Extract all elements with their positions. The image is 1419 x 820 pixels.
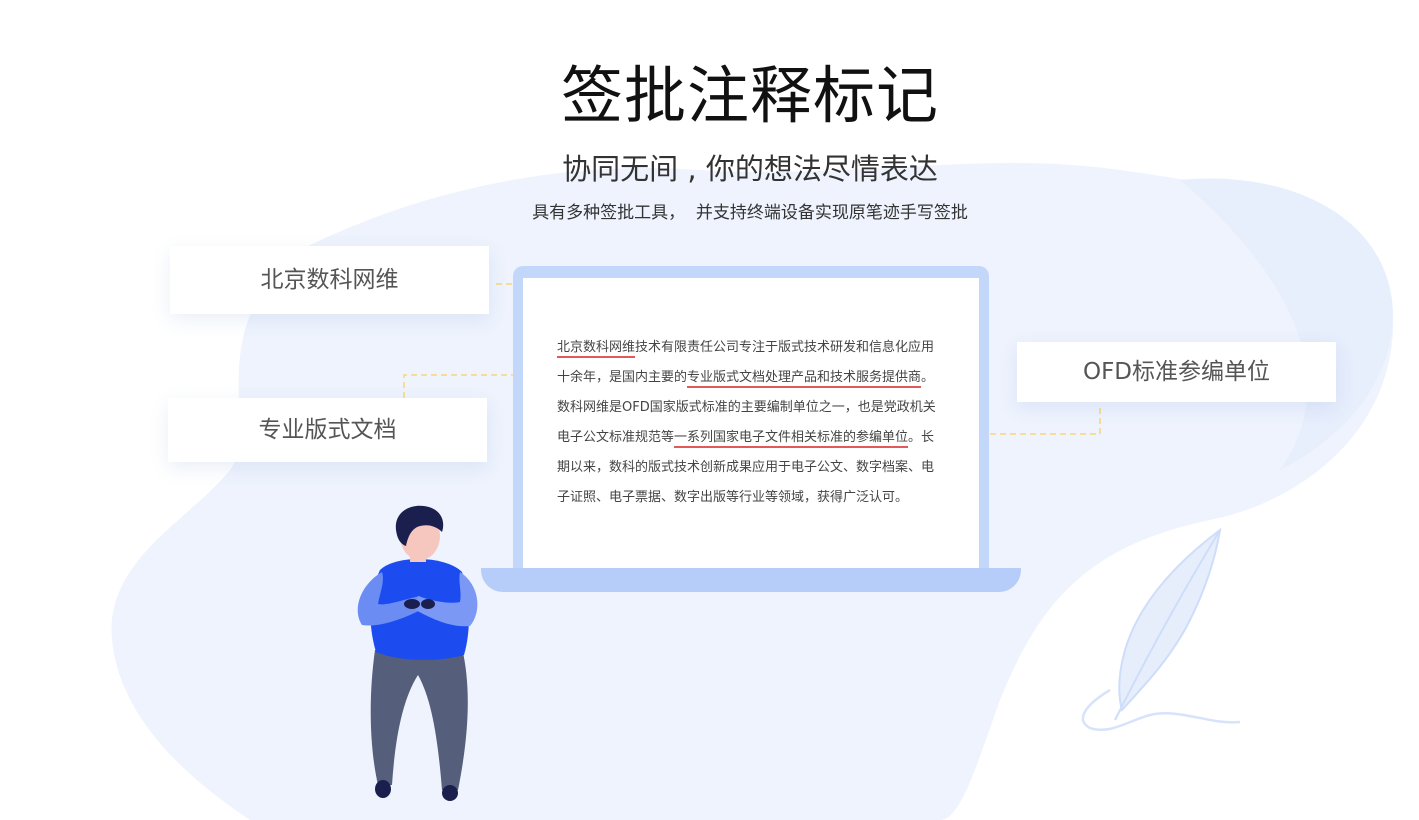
label-card-text: 专业版式文档 (258, 417, 397, 443)
label-card-text: 北京数科网维 (260, 267, 399, 293)
document-line: 数科网维是OFD国家版式标准的主要编制单位之一，也是党政机关 (557, 400, 936, 415)
label-card-beijing-shuke: 北京数科网维 (170, 246, 489, 314)
person-arms-crossed-icon (357, 505, 478, 801)
laptop-screen: 北京数科网维技术有限责任公司专注于版式技术研发和信息化应用 十余年，是国内主要的… (523, 278, 979, 570)
document-line: 子证照、电子票据、数字出版等行业等领域，获得广泛认可。 (557, 490, 909, 505)
page-title: 签批注释标记 (560, 59, 939, 132)
laptop-base (481, 568, 1021, 592)
laptop-illustration: 北京数科网维技术有限责任公司专注于版式技术研发和信息化应用 十余年，是国内主要的… (481, 266, 1021, 596)
document-line-text: 十余年，是国内主要的 (557, 370, 688, 385)
page-subtitle: 协同无间 , 你的想法尽情表达 (562, 152, 938, 186)
annotation-underline: 专业版式文档处理产品和技术服务提供商 (687, 370, 922, 388)
feather-quill-icon (1081, 527, 1241, 732)
document-line: 期以来，数科的版式技术创新成果应用于电子公文、数字档案、电 (557, 460, 935, 475)
document-line: 电子公文标准规范等一系列国家电子文件相关标准的参编单位。长 (557, 423, 957, 453)
document-line: 北京数科网维技术有限责任公司专注于版式技术研发和信息化应用 (557, 333, 957, 363)
page-description: 具有多种签批工具， 并支持终端设备实现原笔迹手写签批 (532, 203, 968, 223)
annotation-underline: 北京数科网维 (557, 340, 636, 358)
label-card-ofd-standard: OFD标准参编单位 (1017, 342, 1336, 402)
label-card-layout-document: 专业版式文档 (168, 398, 487, 462)
document-line-text: 技术有限责任公司专注于版式技术研发和信息化应用 (635, 340, 935, 355)
document-line-text: 电子公文标准规范等 (557, 430, 675, 445)
laptop-screen-frame: 北京数科网维技术有限责任公司专注于版式技术研发和信息化应用 十余年，是国内主要的… (513, 266, 989, 576)
document-line: 十余年，是国内主要的专业版式文档处理产品和技术服务提供商。 (557, 363, 957, 393)
document-line-text: 。 (921, 370, 935, 385)
document-text: 北京数科网维技术有限责任公司专注于版式技术研发和信息化应用 十余年，是国内主要的… (557, 333, 957, 513)
document-line-text: 。长 (908, 430, 935, 445)
annotation-underline: 一系列国家电子文件相关标准的参编单位 (674, 430, 909, 448)
label-card-text: OFD标准参编单位 (1082, 359, 1271, 385)
